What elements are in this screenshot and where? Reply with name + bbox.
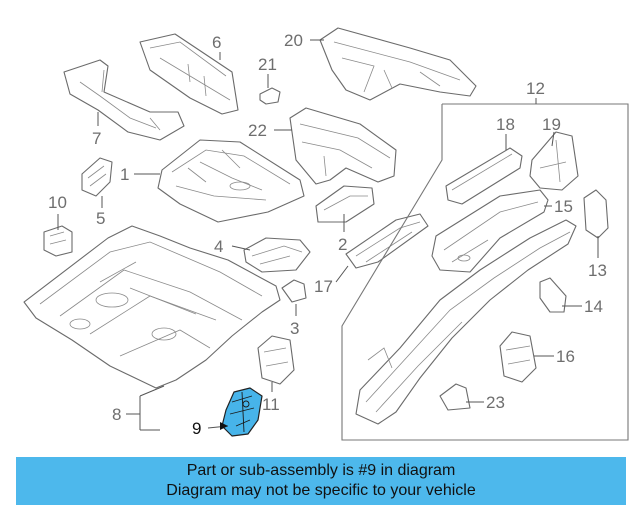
part-7 — [63, 59, 185, 141]
part-14 — [539, 277, 567, 313]
callout-2: 2 — [338, 235, 347, 254]
callout-10: 10 — [48, 193, 67, 212]
part-6 — [139, 33, 239, 115]
part-15 — [431, 189, 549, 273]
part-4 — [243, 237, 311, 273]
parts-diagram: 6 7 1 5 10 8 9 4 3 11 20 21 22 2 17 12 1… — [23, 27, 629, 441]
part-12 — [355, 219, 577, 425]
callout-17: 17 — [314, 277, 333, 296]
callout-4: 4 — [214, 237, 223, 256]
part-21 — [259, 87, 281, 105]
part-13 — [583, 189, 609, 239]
callout-13: 13 — [588, 261, 607, 280]
part-18 — [445, 147, 523, 205]
part-11 — [257, 335, 295, 385]
part-5 — [81, 157, 113, 197]
banner-line-1: Part or sub-assembly is #9 in diagram — [186, 462, 456, 479]
callout-8: 8 — [112, 405, 121, 424]
callout-11: 11 — [262, 395, 280, 414]
callout-18: 18 — [496, 115, 515, 134]
part-9-highlighted[interactable] — [221, 387, 263, 437]
callout-21: 21 — [258, 55, 277, 74]
part-20 — [319, 27, 477, 101]
part-23 — [439, 383, 471, 411]
part-3 — [281, 279, 307, 303]
callout-16: 16 — [556, 347, 575, 366]
leader-lines — [57, 39, 599, 431]
callout-19: 19 — [542, 115, 561, 134]
sub-assembly-frame — [341, 103, 629, 441]
callout-12: 12 — [526, 79, 545, 98]
part-1 — [157, 139, 305, 223]
callout-14: 14 — [584, 297, 603, 316]
callout-3: 3 — [290, 319, 299, 338]
part-19 — [529, 131, 579, 191]
part-10 — [43, 225, 73, 257]
part-22 — [289, 107, 397, 185]
callout-22: 22 — [248, 121, 267, 140]
part-17 — [345, 213, 429, 269]
callout-labels: 6 7 1 5 10 8 9 4 3 11 20 21 22 2 17 12 1… — [48, 31, 607, 438]
callout-1: 1 — [120, 165, 129, 184]
banner-line-2: Diagram may not be specific to your vehi… — [166, 482, 476, 499]
callout-5: 5 — [96, 209, 105, 228]
callout-20: 20 — [284, 31, 303, 50]
part-16 — [499, 331, 537, 383]
callout-15: 15 — [554, 197, 573, 216]
callout-9-arrow — [220, 422, 228, 430]
part-8 — [23, 225, 281, 389]
callout-7: 7 — [92, 129, 101, 148]
info-banner: Part or sub-assembly is #9 in diagram Di… — [16, 457, 626, 505]
callout-6: 6 — [212, 33, 221, 52]
callout-9: 9 — [192, 419, 201, 438]
callout-23: 23 — [486, 393, 505, 412]
part-2 — [315, 185, 375, 223]
